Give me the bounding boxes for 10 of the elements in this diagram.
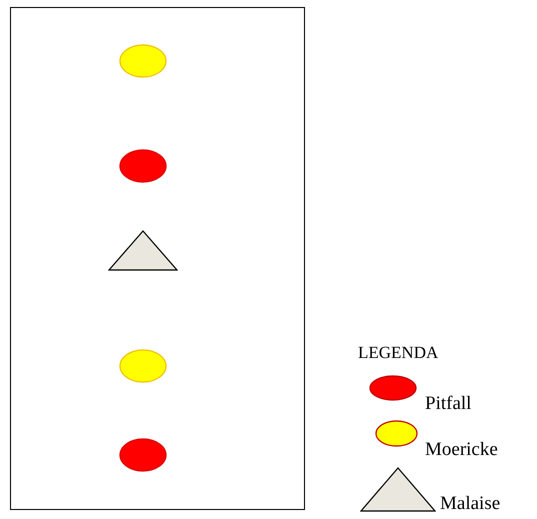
plot-boundary xyxy=(10,7,305,510)
trap-ellipse xyxy=(119,44,167,78)
legend-label: Pitfall xyxy=(425,393,472,415)
trap-ellipse xyxy=(119,349,167,383)
legend-label: Malaise xyxy=(440,493,500,515)
legend-title: LEGENDA xyxy=(358,343,438,363)
legend-label: Moericke xyxy=(425,439,498,461)
trap-ellipse xyxy=(119,438,167,472)
trap-ellipse xyxy=(119,149,167,183)
trap-triangle xyxy=(108,230,178,271)
